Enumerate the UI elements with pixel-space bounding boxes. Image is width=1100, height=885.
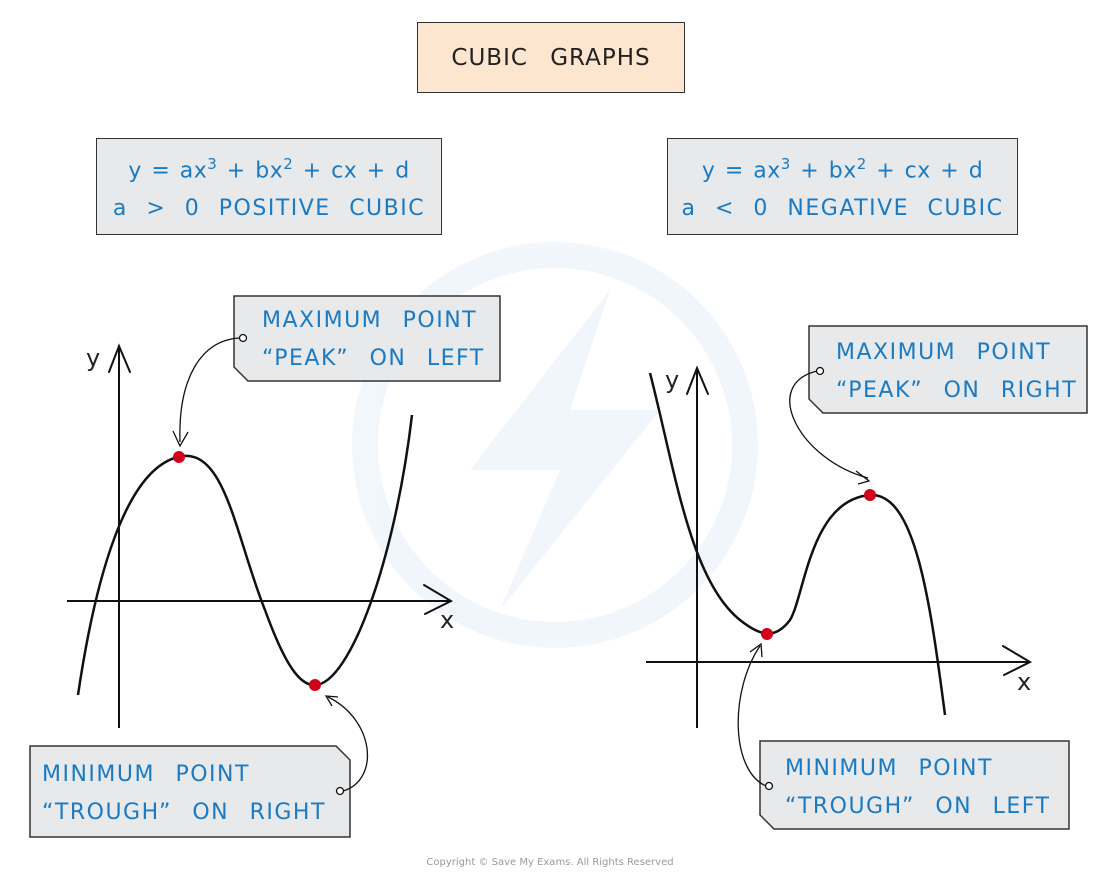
right-min-pointer-arrow [737, 645, 767, 787]
label-line: MAXIMUM POINT [262, 308, 478, 333]
right-min-label: MINIMUM POINT “TROUGH” ON LEFT [785, 750, 1050, 826]
left-positive-cubic-curve [76, 414, 414, 696]
right-classification: a < 0 NEGATIVE CUBIC [681, 196, 1004, 222]
title-box: CUBIC GRAPHS [417, 22, 685, 93]
right-x-axis-label: x [1017, 668, 1032, 696]
left-max-label-box [233, 295, 501, 382]
right-min-label-box [759, 740, 1070, 830]
right-max-pointer-arrowhead [855, 470, 871, 485]
eq-part: + bx [790, 158, 857, 184]
eq-part: + cx + d [293, 158, 410, 184]
label-line: “PEAK” ON RIGHT [836, 378, 1078, 403]
left-max-label: MAXIMUM POINT “PEAK” ON LEFT [262, 302, 485, 378]
page-title: CUBIC GRAPHS [451, 44, 651, 71]
label-line: MINIMUM POINT [42, 762, 250, 787]
right-negative-cubic-curve [648, 372, 947, 716]
right-min-pointer-anchor [764, 781, 774, 791]
label-line: “TROUGH” ON LEFT [785, 794, 1051, 819]
left-min-pointer-anchor [335, 786, 345, 796]
right-min-pointer-arrowhead [749, 642, 763, 658]
left-max-pointer-arrowhead [172, 430, 189, 448]
label-line: “PEAK” ON LEFT [262, 346, 485, 371]
left-min-label-box [29, 745, 351, 838]
eq-exponent: 2 [283, 154, 294, 173]
label-line: MAXIMUM POINT [836, 340, 1052, 365]
right-maximum-point [864, 489, 876, 501]
left-max-pointer-anchor [238, 333, 248, 343]
right-equation: y = ax3 + bx2 + cx + d [702, 145, 983, 190]
left-min-pointer-arrow [327, 696, 369, 792]
left-min-label: MINIMUM POINT “TROUGH” ON RIGHT [42, 756, 326, 832]
copyright-notice: Copyright © Save My Exams. All Rights Re… [426, 857, 674, 868]
right-x-arrowhead [1002, 645, 1033, 676]
left-max-pointer-arrow [179, 337, 241, 443]
right-max-pointer-anchor [815, 366, 825, 376]
eq-part: y = ax [128, 158, 208, 184]
right-max-pointer-arrow [789, 370, 869, 479]
left-y-axis-label: y [86, 344, 101, 372]
right-y-arrowhead [686, 365, 709, 395]
right-minimum-point [761, 628, 773, 640]
right-y-axis-label: y [665, 366, 680, 394]
left-equation: y = ax3 + bx2 + cx + d [128, 145, 409, 190]
label-line: MINIMUM POINT [785, 756, 993, 781]
left-minimum-point [309, 679, 321, 691]
left-equation-box: y = ax3 + bx2 + cx + d a > 0 POSITIVE CU… [96, 138, 442, 235]
left-y-arrowhead [108, 343, 131, 373]
left-x-axis-label: x [440, 606, 455, 634]
left-maximum-point [173, 451, 185, 463]
eq-exponent: 3 [207, 154, 218, 173]
eq-part: + cx + d [866, 158, 984, 184]
left-min-pointer-arrowhead [324, 695, 339, 707]
eq-part: + bx [217, 158, 284, 184]
right-max-label: MAXIMUM POINT “PEAK” ON RIGHT [836, 334, 1077, 410]
left-classification: a > 0 POSITIVE CUBIC [112, 196, 426, 222]
left-x-arrowhead [423, 584, 454, 615]
watermark-logo [352, 242, 758, 648]
eq-exponent: 2 [856, 154, 867, 173]
eq-part: y = ax [701, 158, 781, 184]
right-equation-box: y = ax3 + bx2 + cx + d a < 0 NEGATIVE CU… [667, 138, 1018, 235]
eq-exponent: 3 [780, 154, 791, 173]
label-line: “TROUGH” ON RIGHT [42, 800, 326, 825]
right-max-label-box [808, 325, 1088, 414]
